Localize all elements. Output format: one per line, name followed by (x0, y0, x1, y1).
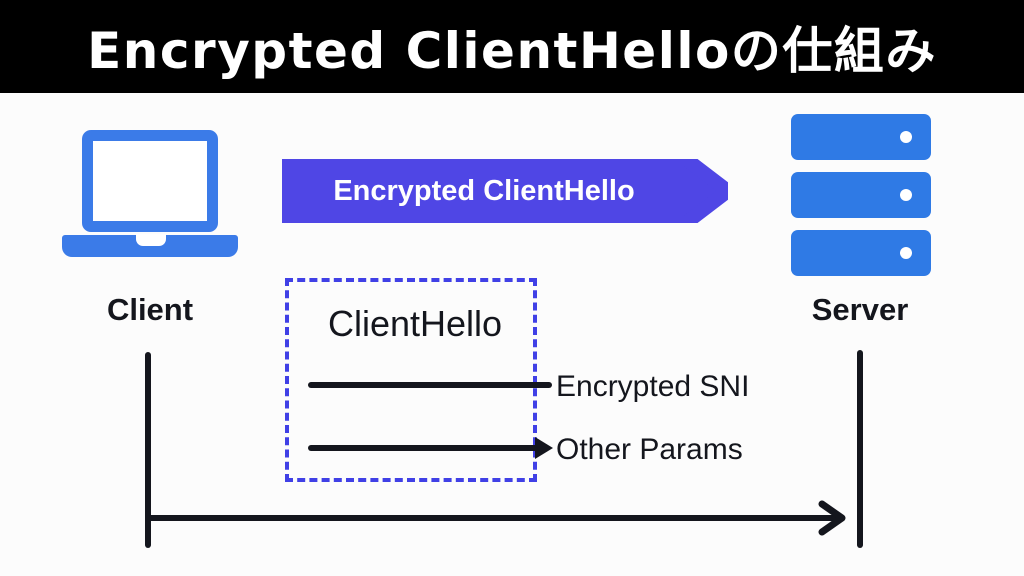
server-led-icon (900, 247, 912, 259)
encrypted-clienthello-banner: Encrypted ClientHello (282, 159, 728, 223)
clienthello-title: ClientHello (327, 303, 503, 344)
server-rack-icon (791, 114, 931, 278)
server-lifeline (857, 350, 863, 548)
encrypted-sni-connector-line (308, 382, 552, 388)
client-to-server-arrow-line (148, 515, 838, 521)
other-params-connector-line (308, 445, 538, 451)
header-bar (0, 0, 1024, 93)
laptop-icon (62, 130, 238, 265)
server-led-icon (900, 189, 912, 201)
client-to-server-arrowhead-icon (816, 500, 852, 536)
banner-label: Encrypted ClientHello (333, 174, 635, 207)
server-led-icon (900, 131, 912, 143)
clienthello-dashed-box (285, 278, 537, 482)
page-title: Encrypted ClientHelloの仕組み (87, 21, 937, 80)
server-unit (791, 172, 931, 218)
server-unit (791, 230, 931, 276)
encrypted-sni-label: Encrypted SNI (556, 370, 750, 403)
client-lifeline (145, 352, 151, 548)
other-params-arrowhead-icon (535, 437, 553, 459)
server-label: Server (811, 292, 909, 327)
other-params-label: Other Params (556, 433, 743, 466)
client-label: Client (106, 292, 194, 327)
laptop-notch-icon (136, 234, 166, 246)
server-unit (791, 114, 931, 160)
laptop-screen-icon (82, 130, 218, 232)
laptop-base-icon (62, 235, 238, 257)
